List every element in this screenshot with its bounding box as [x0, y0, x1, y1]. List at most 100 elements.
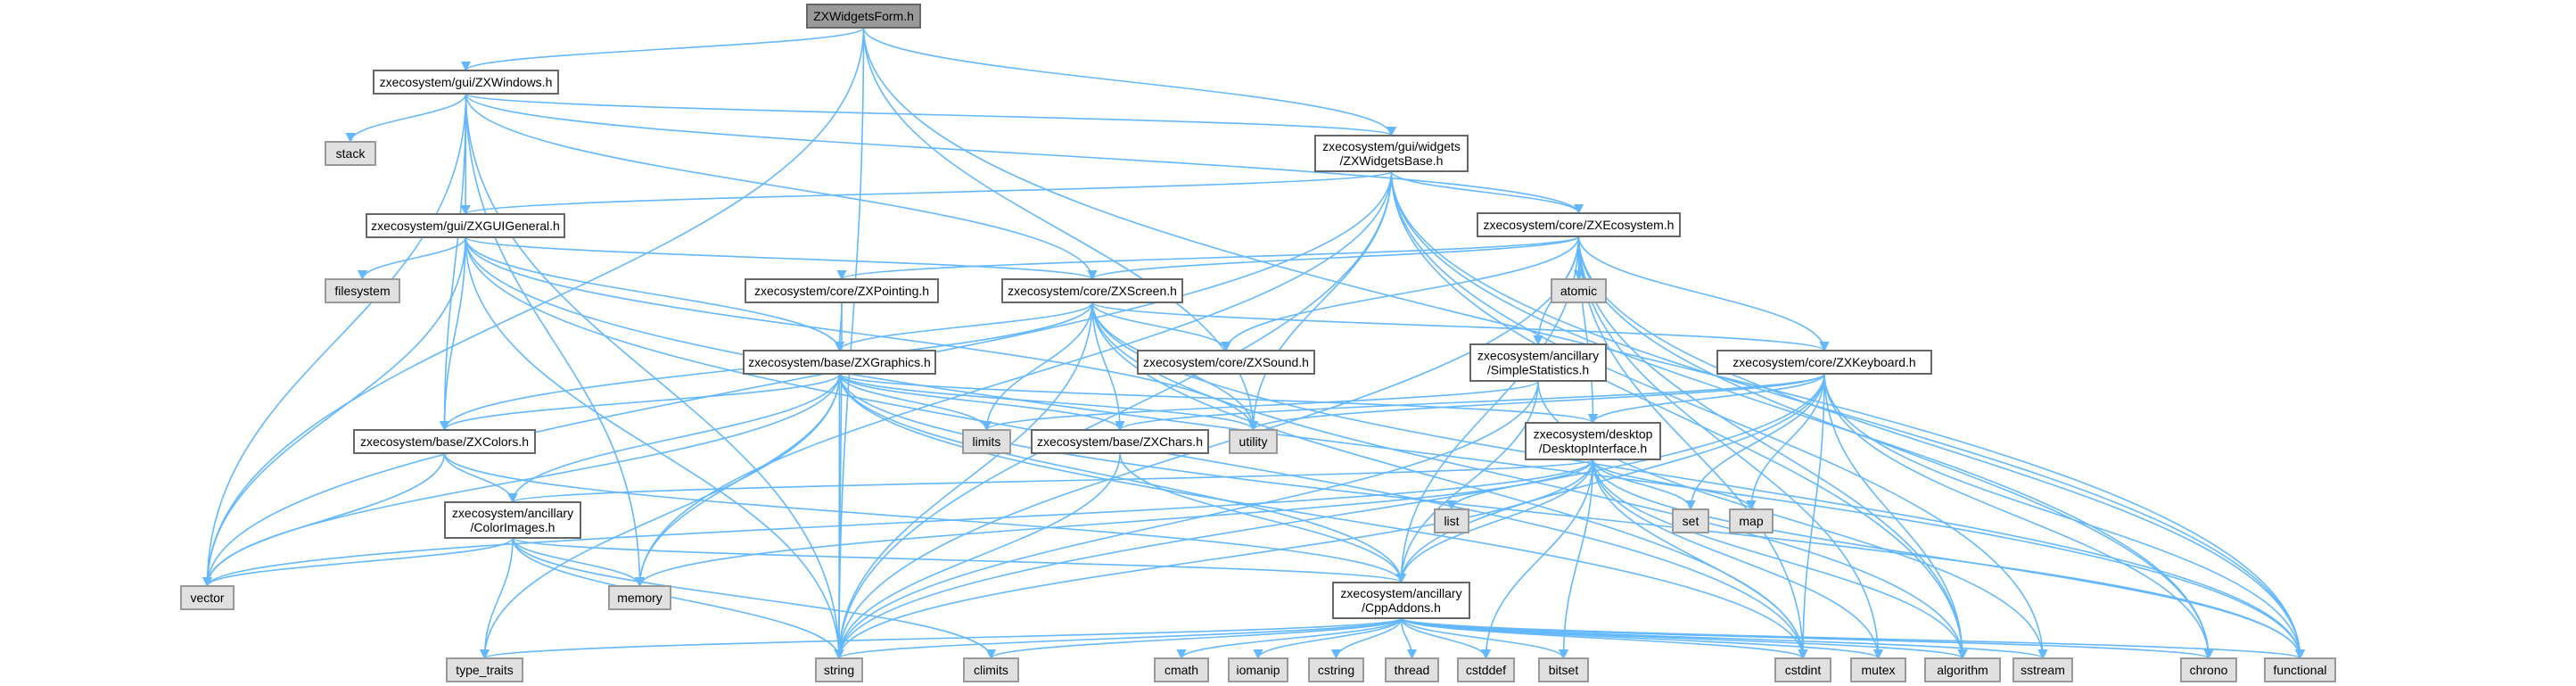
node-label: zxecosystem/gui/widgets	[1322, 139, 1461, 153]
node-string: string	[815, 657, 863, 682]
edge-desktop-to-functional	[1592, 459, 2306, 660]
node-sstream: sstream	[2012, 657, 2073, 682]
edge-screen-to-limits	[981, 302, 1093, 432]
node-label: sstream	[2020, 663, 2065, 677]
node-guigeneral[interactable]: zxecosystem/gui/ZXGUIGeneral.h	[366, 213, 565, 238]
node-label: /CppAddons.h	[1362, 600, 1441, 615]
node-box	[1538, 657, 1589, 682]
node-box	[1229, 429, 1278, 454]
edge-ecosystem-to-screen	[1087, 236, 1580, 281]
edge-graphics-to-cstdint	[838, 373, 1808, 660]
edge-graphics-to-chars	[838, 373, 1125, 432]
node-stack: stack	[325, 141, 376, 166]
node-box	[1434, 508, 1469, 533]
edge-cppaddons-to-functional	[1400, 617, 2305, 660]
node-algorithm: algorithm	[1924, 657, 2001, 682]
edge-colorimages-to-vector	[202, 537, 514, 588]
node-label: atomic	[1560, 284, 1597, 298]
node-label: zxecosystem/gui/ZXWindows.h	[380, 75, 553, 89]
node-box	[1774, 657, 1831, 682]
node-desktop[interactable]: zxecosystem/desktop/DesktopInterface.h	[1525, 422, 1661, 460]
node-label: zxecosystem/ancillary	[1340, 586, 1461, 600]
edge-simplestats-to-cppaddons	[1395, 380, 1539, 584]
edge-desktop-to-colorimages	[507, 459, 1594, 504]
edge-simplestats-to-limits	[982, 380, 1539, 432]
node-utility: utility	[1229, 429, 1278, 454]
node-form[interactable]: ZXWidgetsForm.h	[806, 4, 921, 29]
edge-simplestats-to-string	[834, 380, 1539, 660]
node-iomanip: iomanip	[1228, 657, 1288, 682]
node-box	[745, 278, 939, 303]
node-label: cmath	[1165, 663, 1198, 677]
node-colorimages[interactable]: zxecosystem/ancillary/ColorImages.h	[444, 501, 581, 539]
node-label: filesystem	[334, 284, 390, 298]
node-keyboard[interactable]: zxecosystem/core/ZXKeyboard.h	[1716, 350, 1932, 375]
node-windows[interactable]: zxecosystem/gui/ZXWindows.h	[373, 70, 559, 95]
edge-windows-to-memory	[465, 93, 646, 588]
node-type_traits: type_traits	[446, 657, 523, 682]
node-sound[interactable]: zxecosystem/core/ZXSound.h	[1137, 350, 1315, 375]
node-bitset: bitset	[1538, 657, 1589, 682]
node-label: zxecosystem/core/ZXKeyboard.h	[1732, 355, 1915, 369]
edge-widgetsbase-to-string	[834, 170, 1393, 660]
edge-colors-to-cppaddons	[443, 452, 1406, 584]
node-graphics[interactable]: zxecosystem/base/ZXGraphics.h	[743, 350, 936, 375]
node-widgetsbase[interactable]: zxecosystem/gui/widgets/ZXWidgetsBase.h	[1314, 135, 1469, 172]
node-climits: climits	[963, 657, 1019, 682]
edge-form-to-vector	[202, 27, 865, 588]
node-box	[962, 429, 1011, 454]
edge-windows-to-vector	[202, 93, 467, 588]
node-box	[1137, 350, 1315, 375]
node-thread: thread	[1385, 657, 1439, 682]
node-box	[1457, 657, 1515, 682]
node-label: mutex	[1861, 663, 1895, 677]
edge-screen-to-sound	[1091, 302, 1231, 352]
node-label: zxecosystem/core/ZXPointing.h	[754, 284, 929, 298]
node-cppaddons[interactable]: zxecosystem/ancillary/CppAddons.h	[1332, 582, 1470, 619]
edge-ecosystem-to-pointing	[836, 236, 1580, 281]
node-filesystem: filesystem	[325, 278, 400, 303]
edge-cppaddons-to-type_traits	[480, 617, 1403, 660]
node-label: /SimpleStatistics.h	[1487, 363, 1589, 377]
node-box	[180, 585, 235, 610]
node-chrono: chrono	[2180, 657, 2237, 682]
node-label: zxecosystem/base/ZXChars.h	[1037, 434, 1203, 449]
edge-chars-to-cppaddons	[1119, 452, 1407, 584]
node-box	[373, 70, 559, 95]
node-box	[325, 141, 376, 166]
node-label: zxecosystem/core/ZXSound.h	[1143, 355, 1309, 369]
node-label: string	[824, 663, 854, 677]
node-box	[1469, 343, 1607, 382]
node-label: utility	[1239, 434, 1268, 449]
node-label: vector	[190, 591, 224, 605]
edge-graphics-to-limits	[838, 373, 992, 432]
node-label: zxecosystem/base/ZXGraphics.h	[748, 355, 931, 369]
node-colors[interactable]: zxecosystem/base/ZXColors.h	[353, 429, 536, 454]
node-chars[interactable]: zxecosystem/base/ZXChars.h	[1031, 429, 1209, 454]
node-vector: vector	[180, 585, 235, 610]
node-simplestats[interactable]: zxecosystem/ancillary/SimpleStatistics.h	[1469, 343, 1607, 382]
edge-guigeneral-to-utility	[465, 236, 1259, 432]
node-label: algorithm	[1937, 663, 1988, 677]
node-label: /DesktopInterface.h	[1539, 442, 1647, 456]
node-box	[1314, 135, 1469, 172]
node-memory: memory	[608, 585, 671, 610]
node-label: memory	[617, 591, 663, 605]
node-cstdint: cstdint	[1774, 657, 1831, 682]
node-cmath: cmath	[1154, 657, 1209, 682]
node-box	[1729, 508, 1774, 533]
edge-ecosystem-to-keyboard	[1577, 236, 1830, 352]
edge-desktop-to-vector	[202, 459, 1594, 588]
node-box	[2264, 657, 2336, 682]
node-limits: limits	[962, 429, 1011, 454]
node-pointing[interactable]: zxecosystem/core/ZXPointing.h	[745, 278, 939, 303]
edge-desktop-to-bitset	[1558, 459, 1594, 660]
node-box	[963, 657, 1019, 682]
node-screen[interactable]: zxecosystem/core/ZXScreen.h	[1001, 278, 1183, 303]
node-box	[1228, 657, 1288, 682]
node-ecosystem[interactable]: zxecosystem/core/ZXEcosystem.h	[1477, 212, 1681, 237]
edge-widgetsbase-to-functional	[1390, 170, 2306, 660]
edge-graphics-to-colorimages	[507, 373, 841, 504]
node-box	[353, 429, 536, 454]
